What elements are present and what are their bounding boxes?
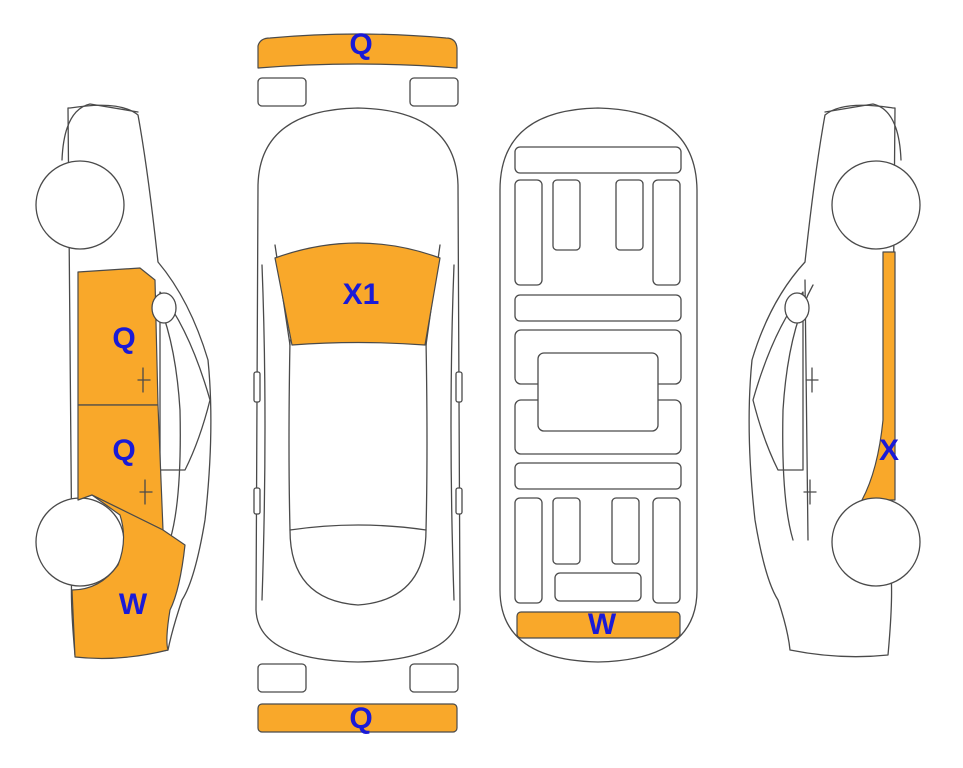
underside-rear-left-rail [514,497,543,604]
left-side-window [159,291,211,471]
left-front-door-code: Q [112,322,135,355]
underside-rear-panel-code: W [588,608,617,641]
top-rear-window [289,529,427,606]
top-left-mirror [253,371,261,403]
top-left-fender-curve [261,264,266,601]
left-front-door-panel [77,267,159,406]
right-side-body-outline [748,104,896,658]
right-mirror [784,292,810,324]
top-rear-bumper [257,703,458,733]
right-side-rear-wheel [831,497,921,587]
right-side-pillar-code: X [879,434,899,467]
top-rear-left-light [257,663,307,693]
top-windshield [274,242,441,346]
left-side-front-wheel [35,160,125,250]
top-right-rear-handle [455,487,463,515]
underside-mid-bar-1 [514,294,682,322]
top-view: Q X1 Q [253,28,463,735]
left-rear-quarter-panel [71,494,186,660]
underside-outline [499,107,698,663]
top-windshield-code: X1 [343,278,380,311]
right-side-roof-line [824,103,902,161]
underside-rear-panel [516,611,681,639]
top-cabin-outline [288,339,428,531]
right-side-window [752,291,804,471]
left-side-roof-line [61,103,139,161]
left-rear-door-handle [139,479,153,505]
left-rear-door-code: Q [112,434,135,467]
underside-rear-right-mount [611,497,640,565]
left-mirror [151,292,177,324]
right-side-front-wheel [831,160,921,250]
left-front-door-handle [137,367,151,393]
top-front-bumper-code: Q [349,28,372,61]
top-front-bumper [257,33,458,69]
top-right-fender-curve [450,264,455,601]
underside-rear-left-mount [552,497,581,565]
top-front-right-light [409,77,459,107]
top-rear-right-light [409,663,459,693]
left-side-view: Q Q W [35,103,212,660]
right-side-door-line [804,279,809,541]
top-left-rear-handle [253,487,261,515]
top-front-left-light [257,77,307,107]
underside-front-bar [514,146,682,174]
right-front-door-handle [805,367,819,393]
underside-front-right-mount [615,179,644,251]
top-rear-bumper-code: Q [349,702,372,735]
underside-front-left-rail [514,179,543,286]
underside-front-right-rail [652,179,681,286]
underside-view: W [499,107,698,663]
underside-rear-crossbar [554,572,642,602]
top-right-mirror [455,371,463,403]
underside-mid-bar-2 [514,462,682,490]
underside-center-panel [537,352,659,432]
right-rear-door-handle [803,479,817,505]
underside-front-left-mount [552,179,581,251]
left-rear-quarter-code: W [119,588,148,621]
underside-rear-right-rail [652,497,681,604]
top-body-outline [255,107,461,663]
right-side-view: X [748,103,921,658]
